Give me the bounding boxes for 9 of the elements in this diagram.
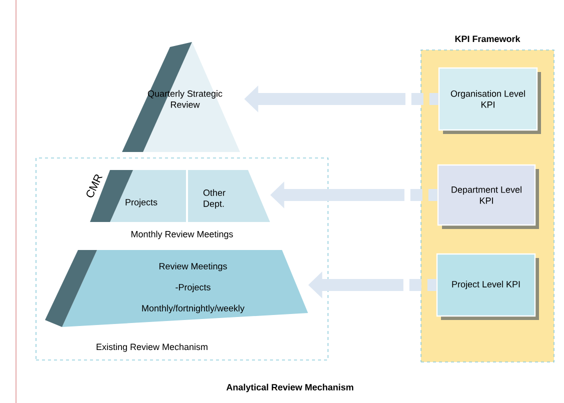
side-label: CMR: [86, 174, 102, 198]
pyramid-base: Review Meetings -Projects Monthly/fortnightly/weekly: [45, 250, 308, 327]
caption-text: Analytical Review Mechanism: [226, 384, 354, 392]
cell-label: Other Dept.: [203, 189, 226, 209]
kpi-box: Organisation Level KPI: [438, 67, 541, 134]
cell-label: Projects: [126, 198, 158, 208]
node-label: KPI Framework: [455, 35, 520, 42]
kpi-box: Department Level KPI: [437, 164, 539, 229]
kpi-box: Project Level KPI: [436, 253, 539, 320]
